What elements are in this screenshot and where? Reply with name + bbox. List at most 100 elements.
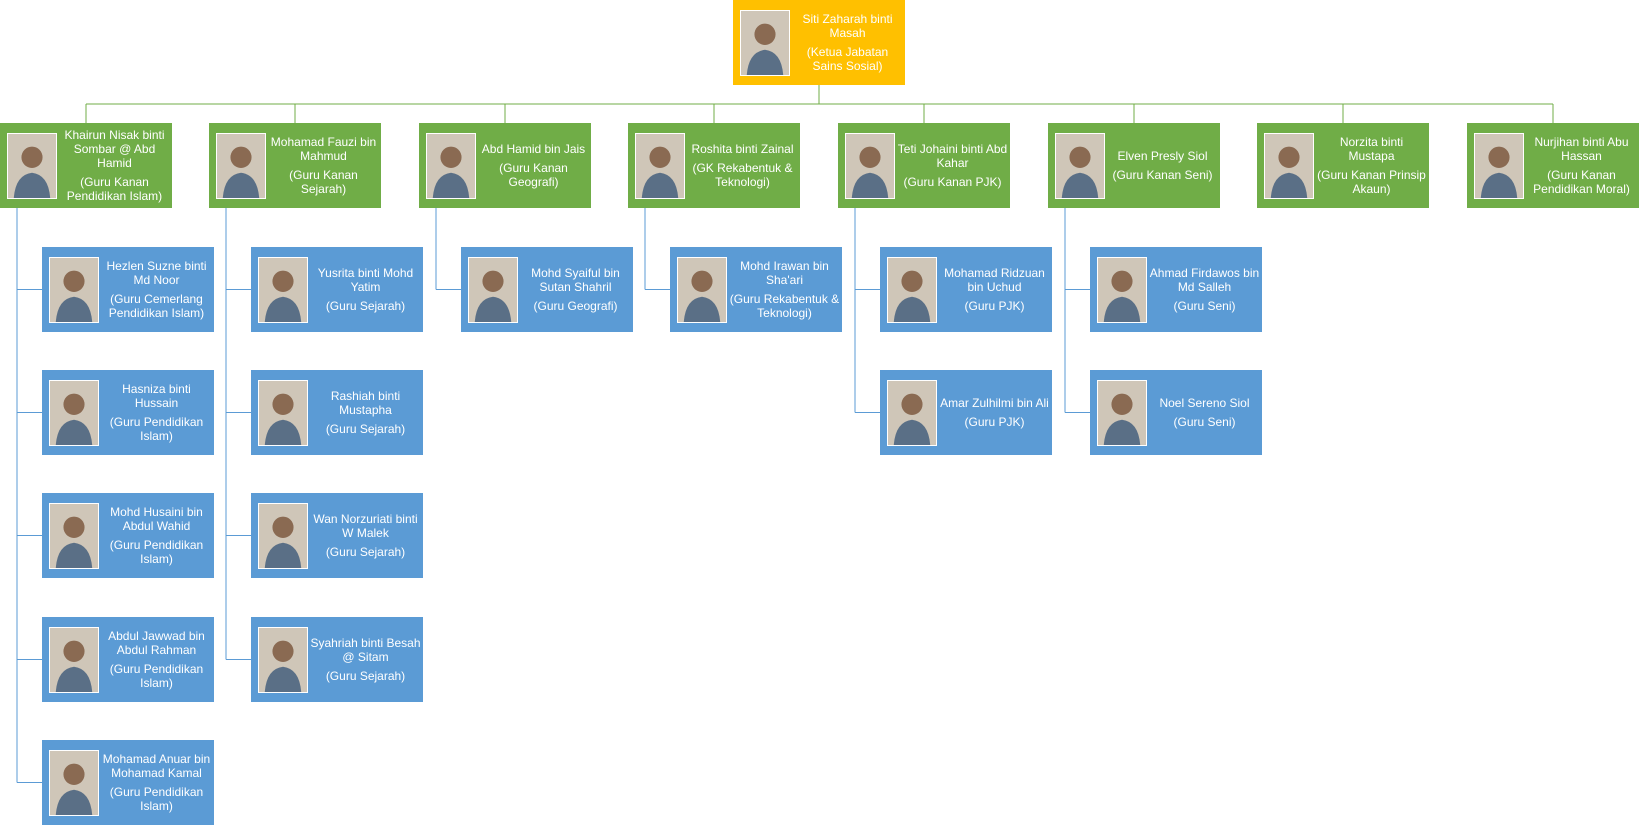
teacher-box: Noel Sereno Siol(Guru Seni): [1090, 370, 1262, 455]
person-name: Siti Zaharah binti Masah: [802, 12, 893, 40]
person-text: Amar Zulhilmi bin Ali (Guru PJK): [937, 396, 1052, 429]
person-text: Norzita binti Mustapa (Guru Kanan Prinsip…: [1314, 135, 1429, 196]
person-name: Mohd Irawan bin Sha'ari: [740, 259, 829, 287]
person-photo-icon: [216, 132, 266, 199]
teacher-box: Mohamad Ridzuan bin Uchud(Guru PJK): [880, 247, 1052, 332]
person-photo-icon: [1474, 132, 1524, 199]
person-name: Ahmad Firdawos bin Md Salleh: [1149, 266, 1260, 294]
person-photo-icon: [49, 256, 99, 323]
person-name: Amar Zulhilmi bin Ali: [940, 396, 1049, 410]
person-role: (Ketua Jabatan Sains Sosial): [806, 45, 889, 73]
person-photo-icon: [740, 9, 790, 76]
person-role: (Guru Kanan Pendidikan Islam): [66, 175, 163, 203]
person-photo-icon: [258, 502, 308, 569]
senior-teacher-box: Teti Johaini binti Abd Kahar (Guru Kanan …: [838, 123, 1010, 208]
person-text: Elven Presly Siol (Guru Kanan Seni): [1105, 149, 1220, 182]
person-name: Mohamad Ridzuan bin Uchud: [944, 266, 1045, 294]
person-name: Mohd Husaini bin Abdul Wahid: [110, 505, 203, 533]
person-role: (Guru Kanan Seni): [1112, 168, 1213, 182]
person-photo-icon: [49, 379, 99, 446]
person-role: (Guru Geografi): [533, 299, 618, 313]
person-text: Khairun Nisak binti Sombar @ Abd Hamid (G…: [57, 128, 172, 203]
person-photo-icon: [677, 256, 727, 323]
person-text: Mohd Irawan bin Sha'ari(Guru Rekabentuk …: [727, 259, 842, 320]
person-photo-icon: [258, 256, 308, 323]
teacher-box: Syahriah binti Besah @ Sitam(Guru Sejara…: [251, 617, 423, 702]
person-name: Elven Presly Siol: [1117, 149, 1208, 163]
person-name: Teti Johaini binti Abd Kahar: [897, 142, 1008, 170]
person-photo-icon: [1097, 379, 1147, 446]
person-name: Abd Hamid bin Jais: [481, 142, 586, 156]
person-name: Abdul Jawwad bin Abdul Rahman: [108, 629, 205, 657]
person-name: Noel Sereno Siol: [1159, 396, 1250, 410]
person-text: Mohd Husaini bin Abdul Wahid (Guru Pendid…: [99, 505, 214, 566]
person-role: (Guru Kanan Geografi): [499, 161, 568, 189]
department-head-box: Siti Zaharah binti Masah (Ketua Jabatan S…: [733, 0, 905, 85]
person-photo-icon: [1055, 132, 1105, 199]
person-role: (Guru PJK): [964, 415, 1025, 429]
person-role: (Guru Kanan Sejarah): [289, 168, 358, 196]
teacher-box: Mohamad Anuar bin Mohamad Kamal(Guru Pen…: [42, 740, 214, 825]
person-photo-icon: [49, 749, 99, 816]
person-role: (Guru Sejarah): [325, 545, 406, 559]
person-role: (Guru Cemerlang Pendidikan Islam): [108, 292, 205, 320]
teacher-box: Yusrita binti Mohd Yatim (Guru Sejarah): [251, 247, 423, 332]
person-role: (Guru Sejarah): [325, 299, 406, 313]
person-role: (Guru Kanan Pendidikan Moral): [1533, 168, 1630, 196]
senior-teacher-box: Khairun Nisak binti Sombar @ Abd Hamid (G…: [0, 123, 172, 208]
person-role: (Guru Kanan Prinsip Akaun): [1317, 168, 1426, 196]
person-photo-icon: [887, 379, 937, 446]
person-photo-icon: [845, 132, 895, 199]
teacher-box: Amar Zulhilmi bin Ali (Guru PJK): [880, 370, 1052, 455]
teacher-box: Hezlen Suzne binti Md Noor (Guru Cemerlan…: [42, 247, 214, 332]
senior-teacher-box: Norzita binti Mustapa (Guru Kanan Prinsip…: [1257, 123, 1429, 208]
person-role: (Guru Pendidikan Islam): [109, 538, 204, 566]
senior-teacher-box: Mohamad Fauzi bin Mahmud(Guru Kanan Seja…: [209, 123, 381, 208]
person-text: Noel Sereno Siol(Guru Seni): [1147, 396, 1262, 429]
person-text: Mohamad Fauzi bin Mahmud(Guru Kanan Seja…: [266, 135, 381, 196]
person-name: Rashiah binti Mustapha: [330, 389, 401, 417]
senior-teacher-box: Nurjihan binti Abu Hassan(Guru Kanan Pen…: [1467, 123, 1639, 208]
person-role: (Guru Pendidikan Islam): [109, 662, 204, 690]
person-name: Norzita binti Mustapa: [1339, 135, 1404, 163]
teacher-box: Mohd Syaiful bin Sutan Shahril (Guru Geog…: [461, 247, 633, 332]
teacher-box: Rashiah binti Mustapha(Guru Sejarah): [251, 370, 423, 455]
senior-teacher-box: Elven Presly Siol (Guru Kanan Seni): [1048, 123, 1220, 208]
person-role: (Guru Kanan PJK): [903, 175, 1002, 189]
senior-teacher-box: Abd Hamid bin Jais (Guru Kanan Geografi): [419, 123, 591, 208]
person-role: (Guru Seni): [1173, 299, 1236, 313]
person-photo-icon: [635, 132, 685, 199]
person-photo-icon: [887, 256, 937, 323]
person-photo-icon: [468, 256, 518, 323]
senior-teacher-box: Roshita binti Zainal (GK Rekabentuk & Tek…: [628, 123, 800, 208]
person-photo-icon: [258, 379, 308, 446]
person-photo-icon: [49, 502, 99, 569]
person-role: (Guru Sejarah): [325, 669, 406, 683]
person-name: Yusrita binti Mohd Yatim: [317, 266, 414, 294]
person-text: Syahriah binti Besah @ Sitam(Guru Sejara…: [308, 636, 423, 683]
person-name: Mohd Syaiful bin Sutan Shahril: [531, 266, 620, 294]
teacher-box: Mohd Irawan bin Sha'ari(Guru Rekabentuk …: [670, 247, 842, 332]
person-photo-icon: [7, 132, 57, 199]
person-text: Wan Norzuriati binti W Malek(Guru Sejara…: [308, 512, 423, 559]
person-text: Roshita binti Zainal (GK Rekabentuk & Tek…: [685, 142, 800, 189]
teacher-box: Mohd Husaini bin Abdul Wahid (Guru Pendid…: [42, 493, 214, 578]
person-text: Rashiah binti Mustapha(Guru Sejarah): [308, 389, 423, 436]
person-role: (GK Rekabentuk & Teknologi): [692, 161, 793, 189]
person-text: Yusrita binti Mohd Yatim (Guru Sejarah): [308, 266, 423, 313]
person-photo-icon: [258, 626, 308, 693]
person-name: Roshita binti Zainal: [691, 142, 794, 156]
person-text: Hezlen Suzne binti Md Noor (Guru Cemerlan…: [99, 259, 214, 320]
person-name: Khairun Nisak binti Sombar @ Abd Hamid: [64, 128, 165, 170]
person-text: Mohd Syaiful bin Sutan Shahril (Guru Geog…: [518, 266, 633, 313]
person-name: Hezlen Suzne binti Md Noor: [106, 259, 207, 287]
person-text: Nurjihan binti Abu Hassan(Guru Kanan Pen…: [1524, 135, 1639, 196]
person-text: Hasniza binti Hussain (Guru Pendidikan Is…: [99, 382, 214, 443]
person-photo-icon: [426, 132, 476, 199]
person-role: (Guru Pendidikan Islam): [109, 415, 204, 443]
person-name: Hasniza binti Hussain: [122, 382, 191, 410]
person-text: Abdul Jawwad bin Abdul Rahman (Guru Pendi…: [99, 629, 214, 690]
person-text: Teti Johaini binti Abd Kahar (Guru Kanan …: [895, 142, 1010, 189]
